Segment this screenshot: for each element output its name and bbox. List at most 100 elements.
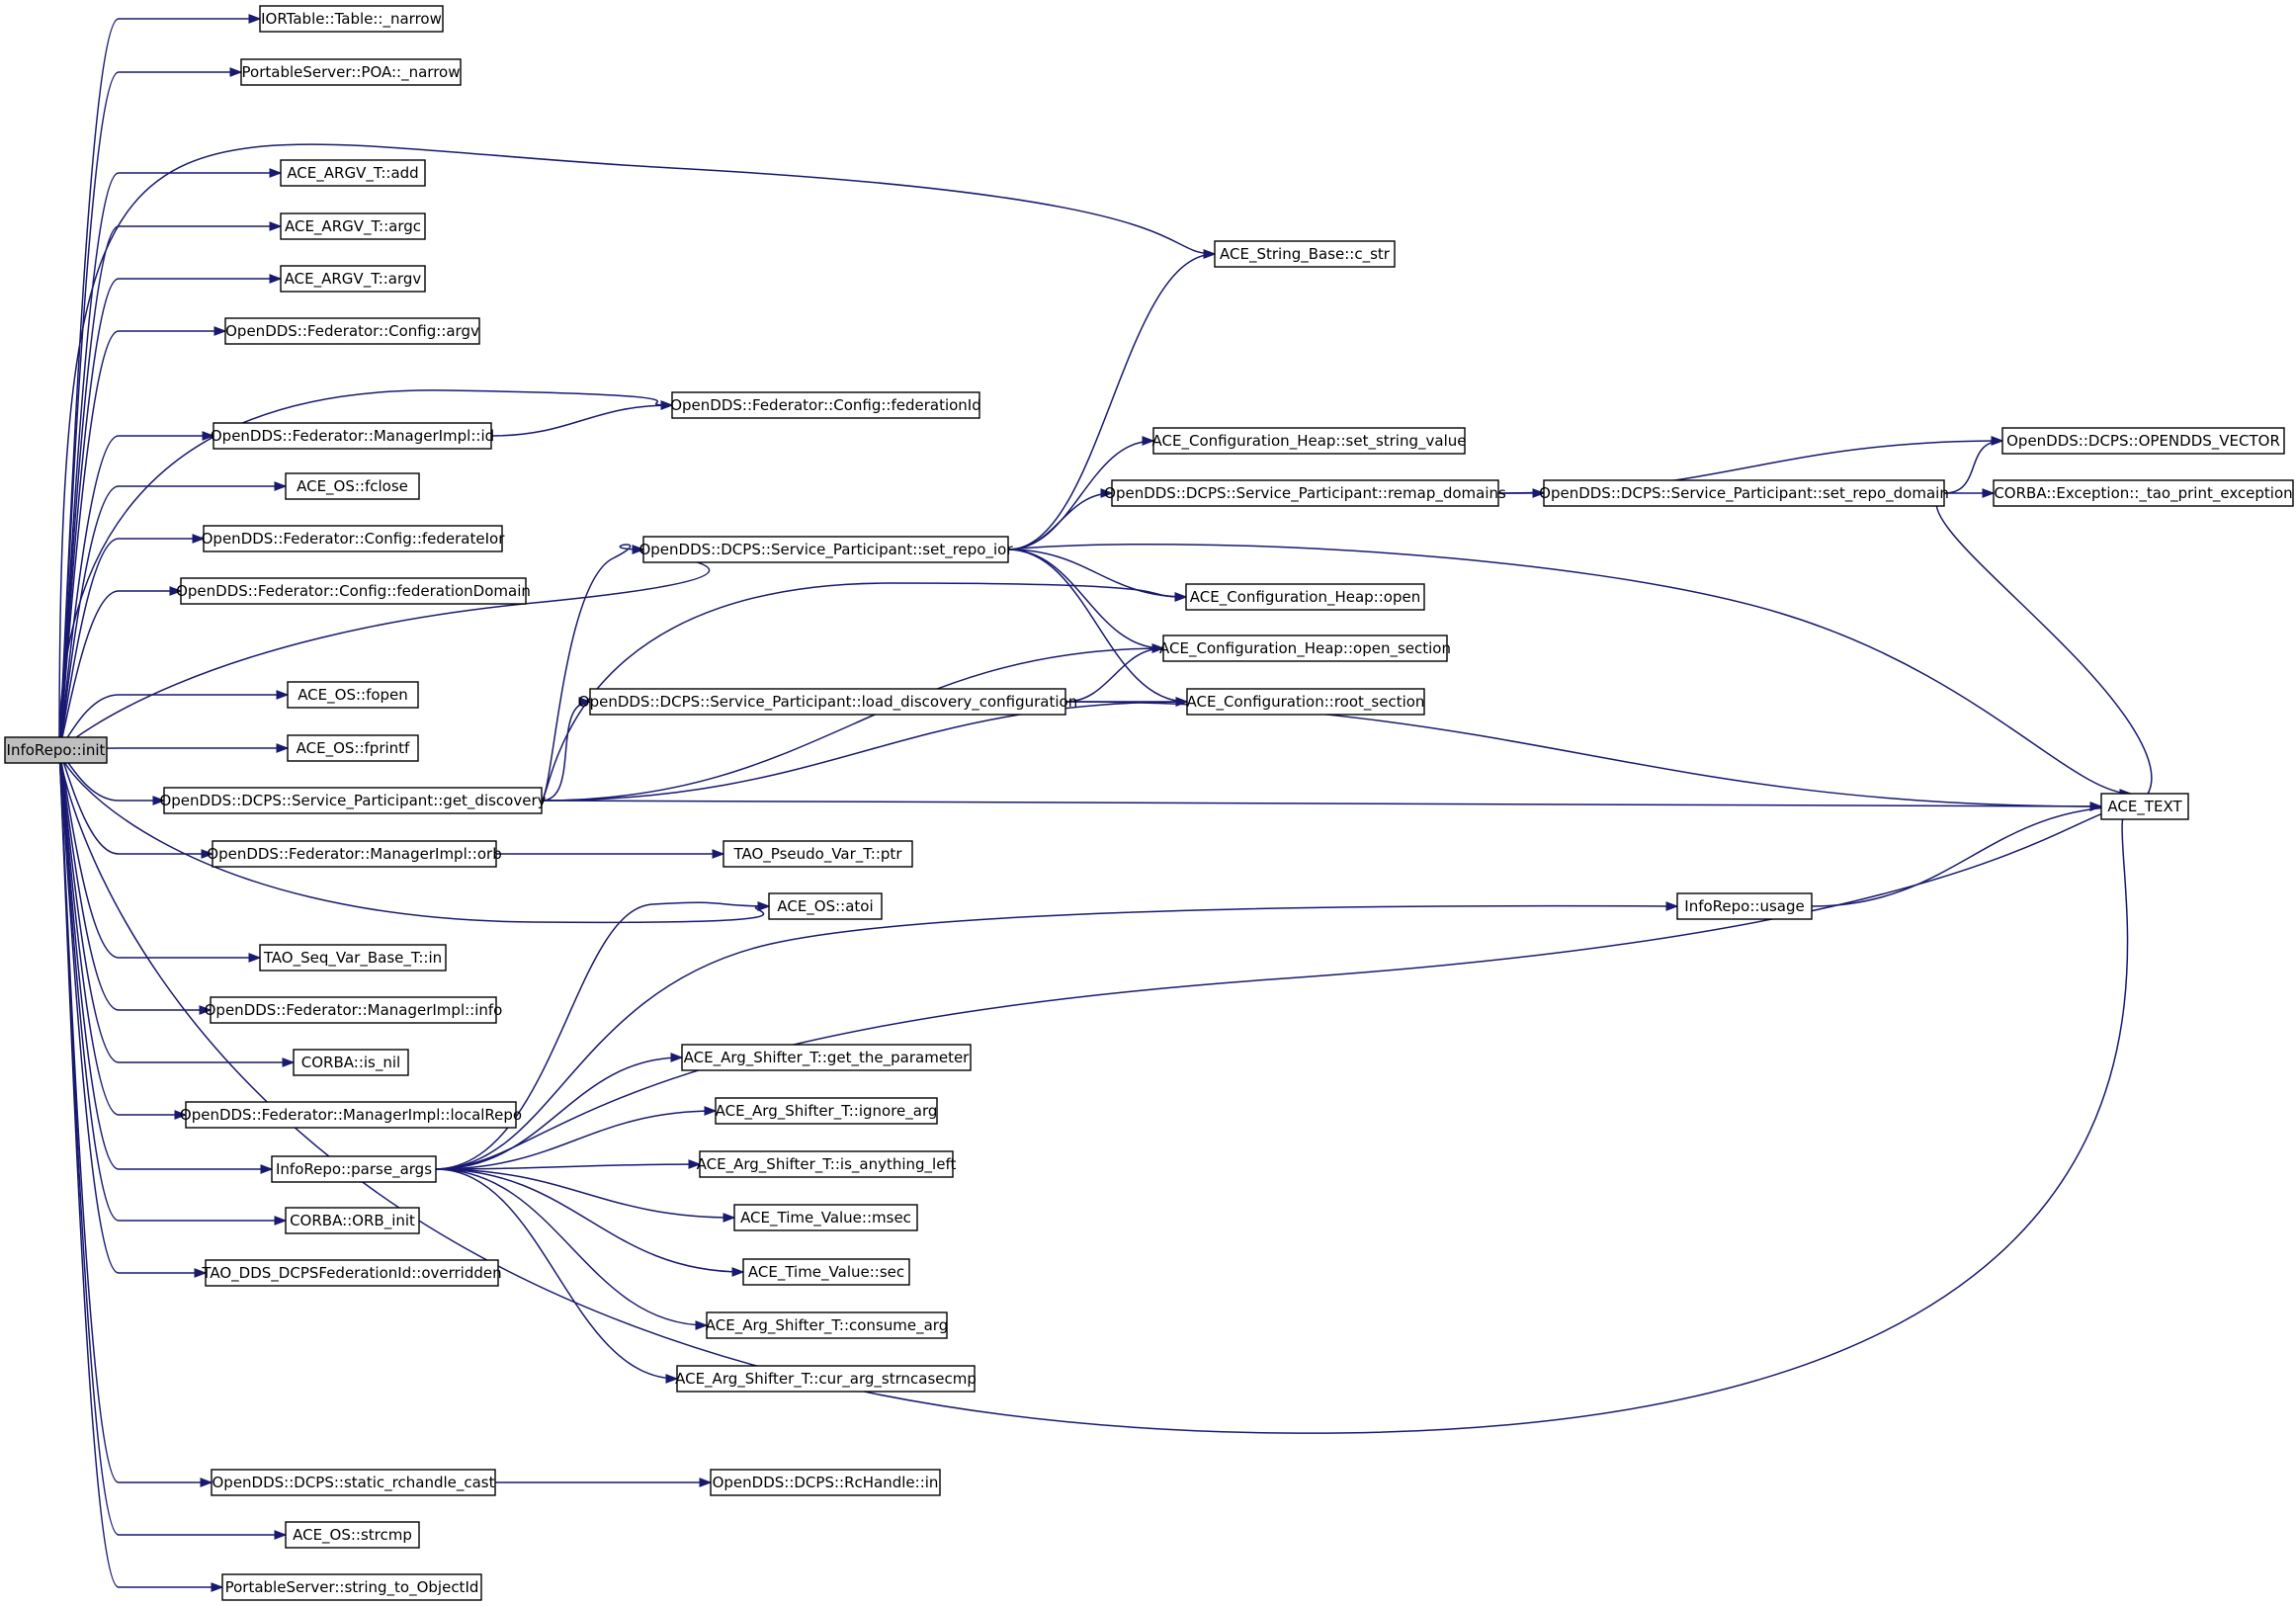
node-box: [280, 212, 426, 240]
node-label: TAO_DDS_DCPSFederationId::overridden: [201, 1264, 501, 1283]
edge-line: [435, 1163, 701, 1170]
node-config-federateior[interactable]: OpenDDS::Federator::Config::federateIor: [202, 525, 506, 552]
node-box: [723, 840, 913, 868]
node-rchandle-in[interactable]: OpenDDS::DCPS::RcHandle::in: [710, 1469, 941, 1496]
node-static-rchandle-cast[interactable]: OpenDDS::DCPS::static_rchandle_cast: [211, 1469, 496, 1496]
node-box: [706, 1311, 948, 1339]
node-os-fprintf[interactable]: ACE_OS::fprintf: [287, 734, 419, 762]
edge-remap_domains-to-set_repo_domain: [1498, 488, 1546, 498]
node-time-sec[interactable]: ACE_Time_Value::sec: [742, 1258, 910, 1286]
edge-line: [541, 544, 644, 802]
node-time-msec[interactable]: ACE_Time_Value::msec: [733, 1204, 918, 1231]
node-label: OpenDDS::Federator::Config::argv: [225, 322, 479, 340]
node-box: [768, 892, 883, 920]
edge-arrowhead: [632, 545, 645, 554]
node-box: [642, 536, 1009, 563]
edge-parse_args-to-consume_arg: [435, 1168, 709, 1330]
node-remap-domains[interactable]: OpenDDS::DCPS::Service_Participant::rema…: [1104, 479, 1506, 507]
edge-line: [435, 904, 1678, 1170]
node-seq-var-in[interactable]: TAO_Seq_Var_Base_T::in: [259, 944, 447, 972]
node-opendds-vector[interactable]: OpenDDS::DCPS::OPENDDS_VECTOR: [2001, 427, 2285, 455]
node-set-repo-domain[interactable]: OpenDDS::DCPS::Service_Participant::set_…: [1539, 479, 1949, 507]
edge-parse_args-to-ignore_arg: [435, 1106, 718, 1170]
node-box: [699, 1150, 954, 1178]
node-string-c-str[interactable]: ACE_String_Base::c_str: [1214, 240, 1396, 268]
node-argv-add[interactable]: ACE_ARGV_T::add: [280, 159, 426, 187]
node-config-federationdomain[interactable]: OpenDDS::Federator::Config::federationDo…: [176, 577, 531, 605]
edge-arrowhead: [152, 796, 166, 805]
node-box: [221, 1573, 482, 1601]
node-box: [280, 265, 426, 293]
node-box: [293, 1049, 409, 1076]
node-label: ACE_Arg_Shifter_T::consume_arg: [706, 1316, 948, 1335]
edge-arrowhead: [1991, 436, 2004, 446]
edge-line: [58, 749, 222, 1588]
node-box: [1162, 634, 1448, 662]
node-label: OpenDDS::DCPS::Service_Participant::load…: [578, 693, 1077, 712]
node-ace-text[interactable]: ACE_TEXT: [2100, 793, 2189, 820]
node-label: InfoRepo::parse_args: [276, 1160, 432, 1179]
node-label: ACE_Time_Value::msec: [740, 1209, 911, 1227]
node-heap-open[interactable]: ACE_Configuration_Heap::open: [1185, 583, 1425, 611]
node-parse-args[interactable]: InfoRepo::parse_args: [271, 1155, 437, 1183]
node-get-discovery[interactable]: OpenDDS::DCPS::Service_Participant::get_…: [159, 787, 547, 814]
node-manager-id[interactable]: OpenDDS::Federator::ManagerImpl::id: [211, 422, 494, 450]
node-box: [2100, 793, 2189, 820]
edge-root-to-manager_id: [58, 431, 215, 751]
node-heap-open-section[interactable]: ACE_Configuration_Heap::open_section: [1159, 634, 1451, 662]
call-nodes: InfoRepo::init IORTable::Table::_narrowPo…: [4, 5, 2294, 1601]
node-os-atoi[interactable]: ACE_OS::atoi: [768, 892, 883, 920]
node-heap-set-string-value[interactable]: ACE_Configuration_Heap::set_string_value: [1152, 427, 1467, 455]
node-os-strcmp[interactable]: ACE_OS::strcmp: [285, 1521, 420, 1549]
node-argv-argv[interactable]: ACE_ARGV_T::argv: [280, 265, 426, 293]
edge-set_repo_domain-to-opendds_vector: [1943, 436, 2004, 494]
node-label: ACE_Arg_Shifter_T::ignore_arg: [716, 1102, 938, 1121]
edge-line: [435, 1168, 708, 1326]
edge-arrowhead: [1203, 249, 1217, 259]
node-ignore-arg[interactable]: ACE_Arg_Shifter_T::ignore_arg: [715, 1097, 938, 1125]
edge-line: [1007, 549, 1187, 598]
node-manager-info[interactable]: OpenDDS::Federator::ManagerImpl::info: [205, 996, 503, 1024]
node-consume-arg[interactable]: ACE_Arg_Shifter_T::consume_arg: [706, 1311, 948, 1339]
node-corba-orb-init[interactable]: CORBA::ORB_init: [285, 1207, 420, 1234]
node-os-fopen[interactable]: ACE_OS::fopen: [287, 681, 419, 709]
edge-parse_args-to-get_the_parameter: [435, 1053, 684, 1170]
node-tao-print-exception[interactable]: CORBA::Exception::_tao_print_exception: [1993, 479, 2294, 507]
node-manager-orb[interactable]: OpenDDS::Federator::ManagerImpl::orb: [207, 840, 502, 868]
node-poa-narrow[interactable]: PortableServer::POA::_narrow: [240, 58, 462, 86]
edge-arrowhead: [1142, 436, 1155, 446]
edge-arrowhead: [274, 481, 288, 491]
edge-line: [58, 749, 770, 924]
edge-arrowhead: [248, 953, 262, 963]
node-string-to-objectid[interactable]: PortableServer::string_to_ObjectId: [221, 1573, 482, 1601]
node-config-federationid[interactable]: OpenDDS::Federator::Config::federationId: [670, 391, 981, 419]
node-iortable-narrow[interactable]: IORTable::Table::_narrow: [259, 5, 444, 33]
node-box: [2001, 427, 2285, 455]
edge-line: [1007, 549, 1164, 649]
node-os-fclose[interactable]: ACE_OS::fclose: [285, 472, 420, 500]
node-config-root-section[interactable]: ACE_Configuration::root_section: [1186, 688, 1425, 716]
node-fed-overridden[interactable]: TAO_DDS_DCPSFederationId::overridden: [201, 1259, 502, 1287]
node-box: [180, 577, 527, 605]
node-inforepo-usage[interactable]: InfoRepo::usage: [1676, 892, 1813, 920]
node-is-anything-left[interactable]: ACE_Arg_Shifter_T::is_anything_left: [697, 1150, 957, 1178]
node-manager-localrepo[interactable]: OpenDDS::Federator::ManagerImpl::localRe…: [180, 1101, 522, 1129]
node-label: ACE_Time_Value::sec: [748, 1263, 904, 1282]
edge-line: [1064, 701, 2102, 807]
node-root[interactable]: InfoRepo::init: [4, 736, 108, 764]
edge-root-to-string_to_objectid: [58, 749, 224, 1592]
node-corba-is-nil[interactable]: CORBA::is_nil: [293, 1049, 409, 1076]
node-load-discovery-configuration[interactable]: OpenDDS::DCPS::Service_Participant::load…: [578, 688, 1077, 716]
edge-line: [58, 18, 260, 751]
node-pseudo-var-ptr[interactable]: TAO_Pseudo_Var_T::ptr: [723, 840, 913, 868]
node-argv-argc[interactable]: ACE_ARGV_T::argc: [280, 212, 426, 240]
node-label: OpenDDS::Federator::ManagerImpl::id: [211, 427, 494, 445]
edge-arrowhead: [276, 690, 290, 700]
node-box: [240, 58, 462, 86]
node-config-argv[interactable]: OpenDDS::Federator::Config::argv: [224, 317, 480, 345]
edge-line: [58, 749, 211, 1011]
edge-arrowhead: [260, 1164, 274, 1174]
node-set-repo-ior[interactable]: OpenDDS::DCPS::Service_Participant::set_…: [638, 536, 1013, 563]
node-cur-arg-strncasecmp[interactable]: ACE_Arg_Shifter_T::cur_arg_strncasecmp: [675, 1365, 977, 1393]
node-get-the-parameter[interactable]: ACE_Arg_Shifter_T::get_the_parameter: [681, 1044, 972, 1071]
